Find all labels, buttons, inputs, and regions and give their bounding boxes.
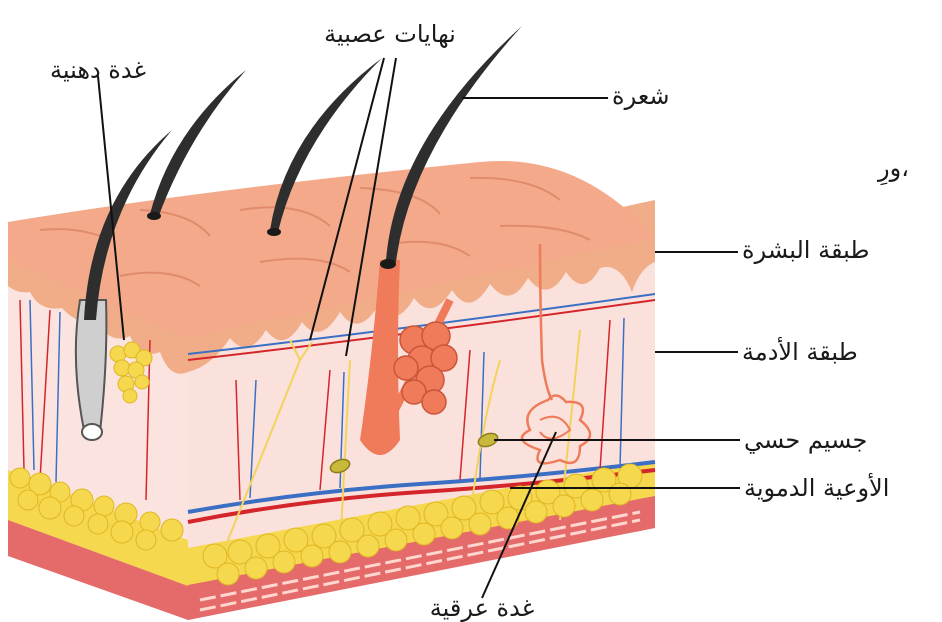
label-sensory-corpuscle: جسيم حسي: [744, 426, 867, 454]
label-hair: شعرة: [612, 82, 670, 110]
label-stray-text: ورِ،: [877, 154, 909, 186]
label-epidermis: طبقة البشرة: [742, 236, 869, 264]
label-sebaceous-gland: غدة دهنية: [50, 56, 146, 84]
label-blood-vessels: الأوعية الدموية: [744, 473, 889, 502]
label-dermis: طبقة الأدمة: [742, 337, 858, 366]
label-nerve-endings: نهايات عصبية: [324, 20, 456, 48]
label-sweat-gland: غدة عرقية: [430, 594, 535, 622]
